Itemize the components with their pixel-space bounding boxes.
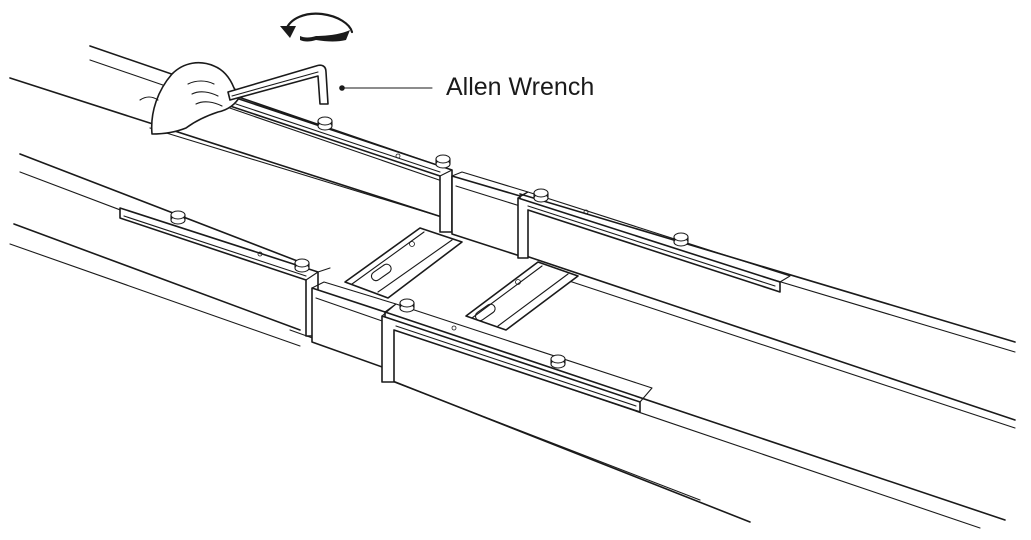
back-coupling-tube [451, 171, 529, 257]
rotate-arrow-icon [280, 12, 354, 42]
front-coupling-tube [311, 281, 397, 369]
back-right-bracket [517, 191, 791, 293]
bolt-back-left [317, 116, 333, 131]
cross-plate-left [344, 227, 463, 299]
bolt-front-right-1 [399, 298, 415, 313]
hand-icon [139, 61, 241, 135]
allen-wrench-label: Allen Wrench [446, 73, 594, 101]
bolt-front-right-2 [550, 354, 566, 369]
front-right-bracket [381, 303, 653, 413]
callout-dot [339, 85, 345, 91]
back-left-bracket [229, 95, 453, 233]
allen-wrench-icon [227, 64, 329, 105]
allen-wrench-callout: Allen Wrench [339, 73, 594, 101]
cross-plate-right [465, 261, 579, 331]
bolt-front-left-1 [170, 210, 186, 225]
bolt-back-right-1 [533, 188, 549, 203]
bolt-back-right-2 [673, 232, 689, 247]
bolts [170, 116, 689, 369]
front-rail [9, 153, 1006, 529]
bolt-front-left-2 [294, 258, 310, 273]
bolt-back-mid [435, 154, 451, 169]
